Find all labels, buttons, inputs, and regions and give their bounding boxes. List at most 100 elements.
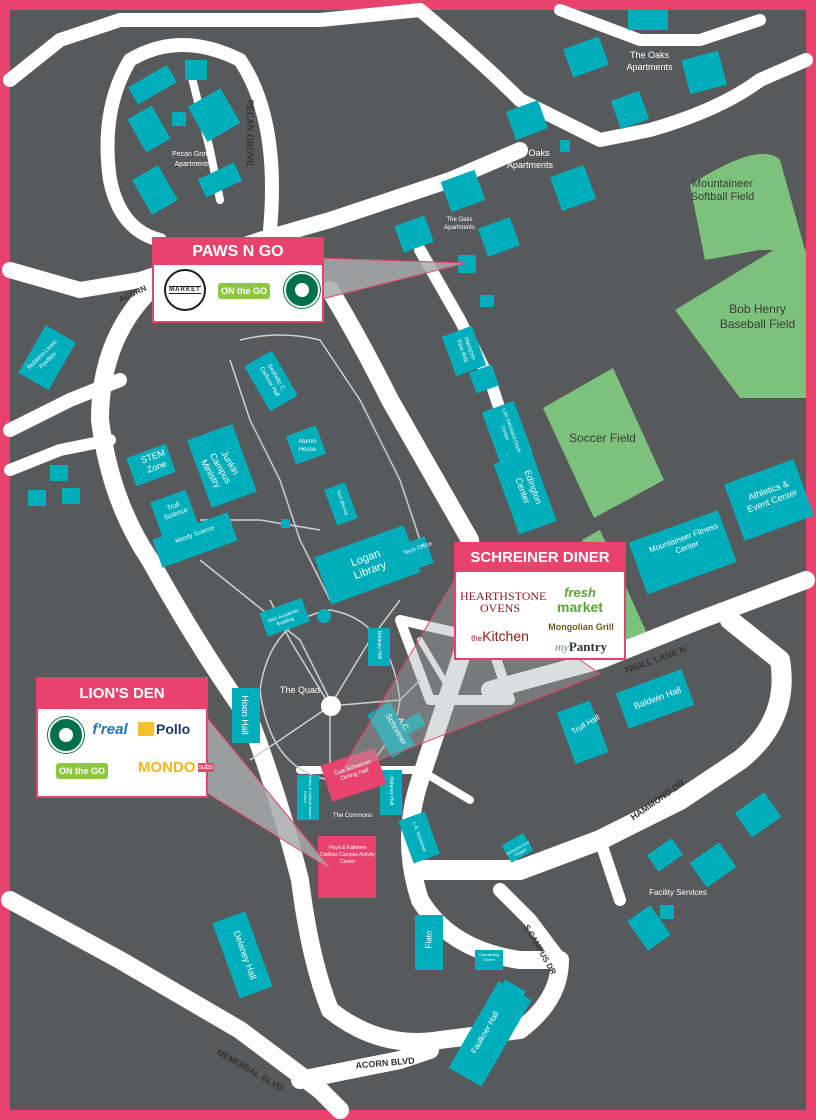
- on-the-go-logo: ON the GO: [56, 763, 108, 779]
- label-the-oaks-apartments-2: The Oaks Apartments: [506, 148, 554, 170]
- main-loop-west: [91, 281, 569, 1051]
- paws-n-go-logos: MARKET ON the GO: [154, 265, 322, 321]
- main-loop-east: [321, 281, 569, 969]
- pollo-icon: [138, 722, 154, 736]
- oaks-road: [413, 3, 813, 147]
- label-counseling-center: Counseling Center: [478, 952, 499, 962]
- mondo-logo: MONDO subs: [138, 759, 215, 776]
- label-the-commons: The Commons: [332, 813, 373, 819]
- quad-path-2: [229, 359, 331, 601]
- pecan-building: [172, 112, 186, 126]
- my-text: my: [554, 640, 569, 654]
- market-text: market: [557, 599, 603, 615]
- s-campus-dr-road: [493, 883, 567, 967]
- label-tobey-callicutt: Tobey & Callicutt Alumni Center: [303, 775, 313, 819]
- delaney-hall-bottom-building: [212, 911, 273, 999]
- faulkner-hall-wing: [486, 979, 526, 1025]
- paws-n-go-callout: PAWS N GO MARKET ON the GO: [152, 237, 324, 323]
- east-spur: [594, 834, 626, 906]
- label-facility-services: Facility Services: [649, 888, 707, 897]
- fitness-center-building: [628, 510, 737, 595]
- doyle-center-building: [481, 400, 533, 465]
- acorn-blvd-road: [291, 1041, 439, 1089]
- hoon-hall-building: [232, 688, 260, 743]
- lions-den-logos: f'real Pollo ON the GO MONDO subs: [38, 709, 215, 798]
- oaks-road-2: [554, 4, 766, 46]
- quad-path-4: [249, 705, 331, 761]
- label-pecan-grove-apartments: Pecan Grove Apartments: [172, 151, 213, 168]
- mongolian-grill-logo: Mongolian Grill: [548, 622, 614, 632]
- label-the-quad: The Quad: [279, 685, 321, 695]
- small-west-3: [62, 488, 80, 504]
- oaks-building: [458, 255, 476, 273]
- market-logo-text: MARKET: [169, 286, 201, 294]
- east-building-5: [660, 905, 674, 919]
- cailloux-hall-building: [244, 350, 298, 412]
- oaks-building: [628, 10, 668, 30]
- diner-lot-2: [417, 637, 453, 693]
- hearthstone-ovens-logo: HEARTHSTONE OVENS: [460, 589, 547, 615]
- chapel-building: [501, 832, 534, 863]
- pantry-text: Pantry: [568, 639, 608, 654]
- tech-office-building: [400, 536, 435, 572]
- left-small-building: [480, 295, 494, 307]
- east-building-2: [689, 842, 737, 888]
- pecan-building: [197, 162, 243, 198]
- trull-science-building: [149, 489, 199, 537]
- hammond-dr-road: [410, 610, 792, 880]
- label-delaney-hall-commons: Delaney Hall: [388, 776, 394, 806]
- trull-lane-road: [481, 571, 815, 699]
- alumni-house-building: [285, 425, 327, 465]
- moody-science-building: [152, 512, 238, 568]
- label-alumni-house: Alumni House: [298, 439, 317, 453]
- pecan-building: [132, 165, 178, 215]
- oaks-building: [681, 50, 728, 95]
- baldwin-hall-building: [615, 669, 695, 729]
- lions-den-callout: LION'S DEN f'real Pollo ON the GO MONDO …: [36, 677, 215, 798]
- pecan-building: [187, 88, 241, 142]
- the-kitchen-prefix: the: [471, 634, 483, 643]
- schreiner-diner-logos: HEARTHSTONE OVENS fresh market theKitche…: [456, 572, 624, 660]
- the-kitchen-text: Kitchen: [482, 628, 529, 644]
- starbucks-icon: [48, 717, 84, 753]
- weir-building: [259, 597, 311, 637]
- east-building-4: [627, 905, 671, 951]
- fresh-market-logo: fresh market: [544, 585, 616, 615]
- mondo-text: MONDO: [138, 759, 196, 776]
- east-building-1: [734, 792, 782, 838]
- label-the-oaks-apartments-3: The Oaks Apartments: [444, 217, 475, 231]
- label-the-oaks-apartments-1: The Oaks Apartments: [626, 50, 673, 72]
- oaks-building: [477, 217, 521, 257]
- label-cailloux-activity-center: Floyd & Kathleen Cailloux Campus Activit…: [320, 845, 375, 865]
- junkin-building: [187, 423, 257, 509]
- trull-hall-building: [556, 700, 609, 765]
- quad-marker: [281, 519, 290, 528]
- label-soccer-field: Soccer Field: [569, 431, 636, 445]
- west-spur: [4, 434, 116, 476]
- logan-library-building: [314, 525, 421, 605]
- pollo-logo: Pollo: [138, 721, 202, 737]
- label-flato: Flato: [424, 930, 434, 949]
- small-west-2: [28, 490, 46, 506]
- starbucks-icon: [284, 272, 320, 308]
- east-building-3: [646, 838, 684, 872]
- oaks-building: [563, 36, 609, 78]
- oaks-building: [610, 90, 650, 130]
- fresh-text: fresh: [564, 585, 596, 600]
- oaks-building: [394, 215, 434, 253]
- acorn-road-top: [3, 3, 427, 87]
- oaks-building: [560, 140, 570, 152]
- pollo-text: Pollo: [156, 721, 191, 737]
- lions-den-title: LION'S DEN: [38, 679, 206, 709]
- oaks-building: [549, 164, 597, 212]
- stem-zone-building: [126, 443, 176, 487]
- delaney-small-building: [368, 628, 390, 666]
- soccer-field: [543, 368, 664, 518]
- counseling-building: [475, 950, 503, 970]
- pecan-building: [127, 64, 177, 105]
- small-west-1: [50, 465, 68, 481]
- paws-n-go-title: PAWS N GO: [154, 239, 322, 265]
- label-hoon-hall: Hoon Hall: [240, 695, 250, 735]
- quad-center: [321, 696, 341, 716]
- market-logo: MARKET: [164, 269, 206, 311]
